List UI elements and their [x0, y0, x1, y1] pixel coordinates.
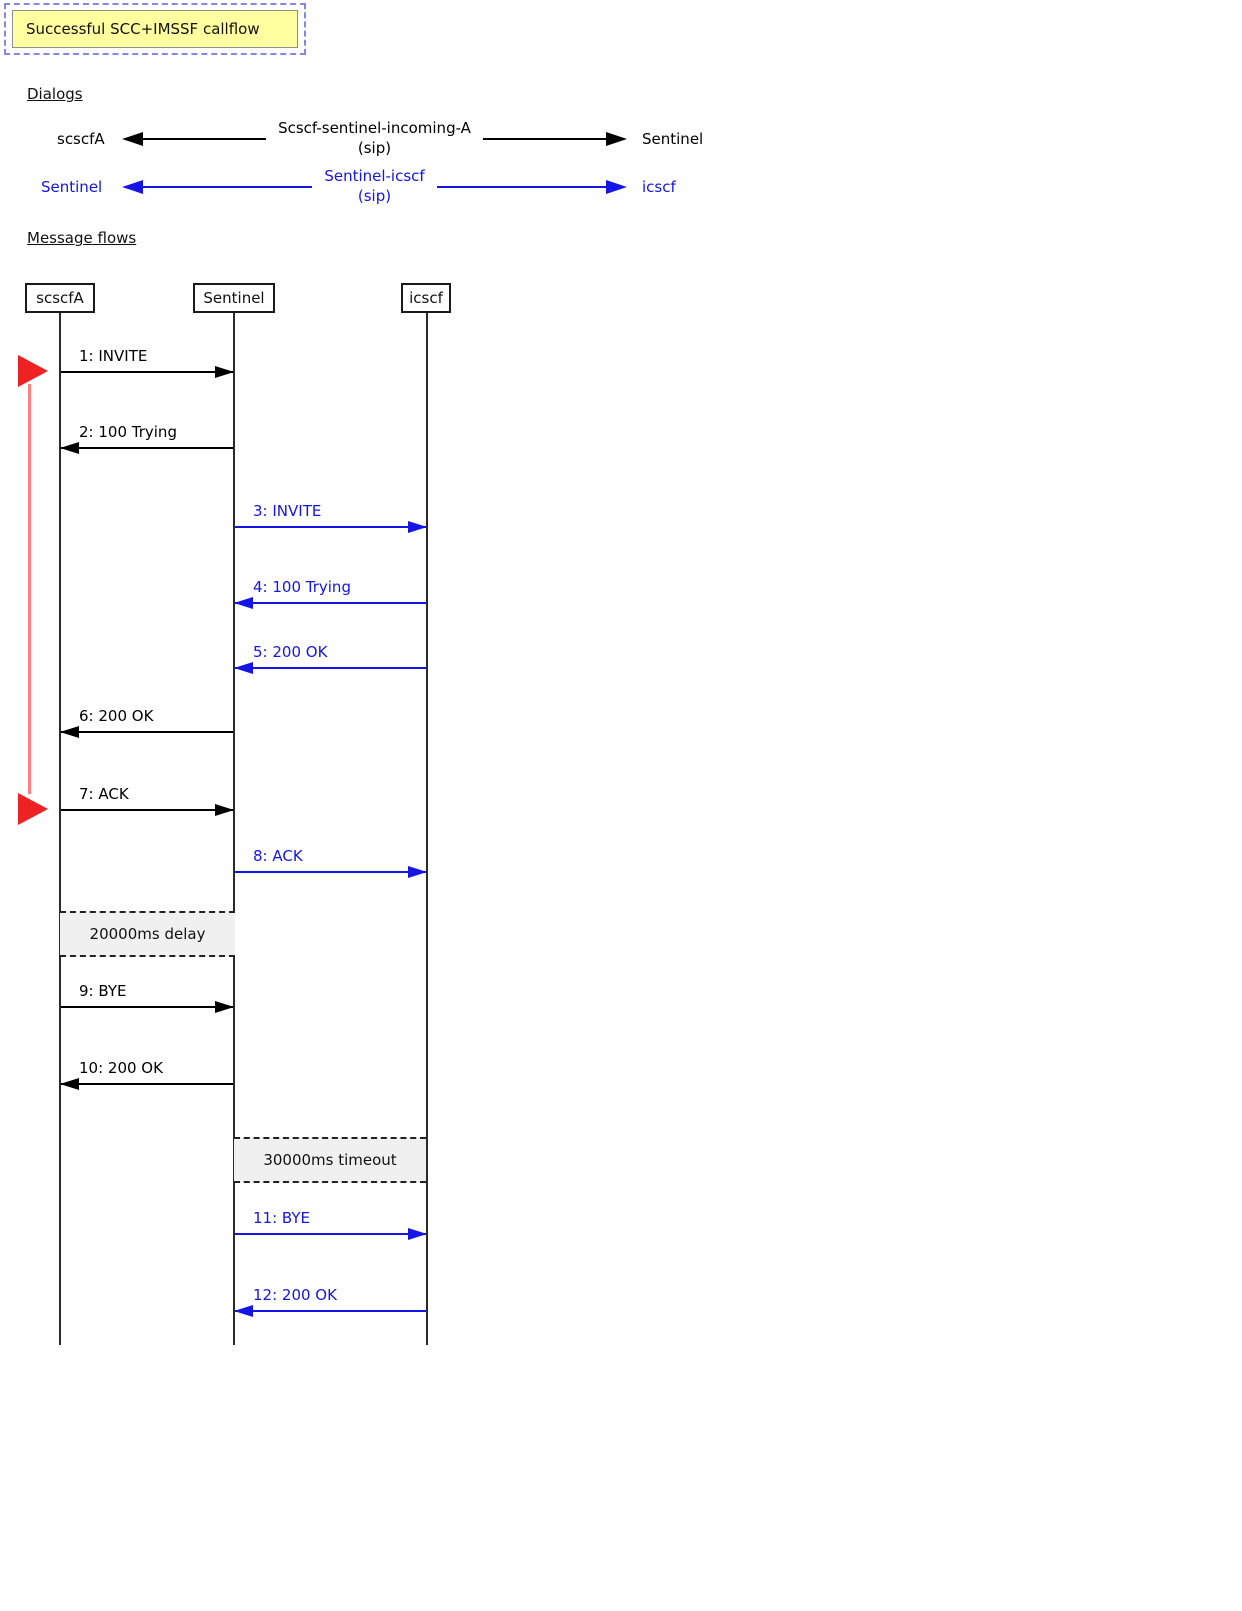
message-line [61, 1006, 233, 1008]
dialog-line [482, 138, 606, 140]
timer-label: 20000ms delay [89, 925, 206, 943]
message-12: 12: 200 OK [234, 1276, 426, 1317]
red-marker-triangle-icon [18, 355, 48, 387]
message-line [235, 667, 426, 669]
message-flows-heading: Message flows [27, 229, 137, 247]
timer-label: 30000ms timeout [263, 1151, 397, 1169]
message-5: 5: 200 OK [234, 633, 426, 674]
message-line [235, 602, 426, 604]
lifeline-icscf [426, 313, 428, 1345]
dialog2-arrow: Sentinel-icscf (sip) [122, 167, 628, 207]
message-label: 7: ACK [79, 785, 129, 803]
dialog2-right-endpoint: icscf [642, 178, 676, 196]
dialog2-name: Sentinel-icscf [324, 167, 425, 186]
arrowhead [215, 366, 234, 378]
message-line [235, 526, 426, 528]
message-7: 7: ACK [61, 775, 234, 816]
lifeline-sentinel [233, 313, 235, 1345]
arrowhead-left [122, 180, 143, 194]
arrowhead [234, 662, 253, 674]
message-9: 9: BYE [61, 972, 234, 1013]
message-line [235, 1310, 426, 1312]
message-label: 2: 100 Trying [79, 423, 177, 441]
message-3: 3: INVITE [235, 492, 427, 533]
dialog-line [143, 186, 313, 188]
message-11: 11: BYE [235, 1199, 427, 1240]
dialog-line [436, 186, 607, 188]
message-2: 2: 100 Trying [60, 413, 233, 454]
message-line [61, 809, 233, 811]
message-label: 10: 200 OK [79, 1059, 163, 1077]
message-10: 10: 200 OK [60, 1049, 233, 1090]
message-label: 12: 200 OK [253, 1286, 337, 1304]
message-1: 1: INVITE [61, 337, 234, 378]
message-line [61, 447, 233, 449]
dialogs-heading: Dialogs [27, 85, 83, 103]
message-label: 3: INVITE [253, 502, 322, 520]
message-6: 6: 200 OK [60, 697, 233, 738]
arrowhead-right [606, 132, 627, 146]
message-label: 5: 200 OK [253, 643, 328, 661]
message-4: 4: 100 Trying [234, 568, 426, 609]
dialog-line [143, 138, 267, 140]
arrowhead [60, 726, 79, 738]
message-line [235, 871, 426, 873]
message-line [61, 371, 233, 373]
message-label: 11: BYE [253, 1209, 311, 1227]
red-marker-line [28, 384, 31, 794]
arrowhead-right [606, 180, 628, 194]
message-label: 4: 100 Trying [253, 578, 351, 596]
message-line [235, 1233, 426, 1235]
dialog2-label: Sentinel-icscf (sip) [312, 167, 436, 207]
timer-timeout: 30000ms timeout [234, 1137, 426, 1183]
message-label: 9: BYE [79, 982, 127, 1000]
arrowhead-left [122, 132, 143, 146]
red-marker-triangle-icon [18, 793, 48, 825]
dialog1-name: Scscf-sentinel-incoming-A [278, 119, 471, 138]
dialog1-left-endpoint: scscfA [57, 130, 105, 148]
message-label: 6: 200 OK [79, 707, 154, 725]
dialog1-arrow: Scscf-sentinel-incoming-A (sip) [122, 119, 627, 159]
dialog1-protocol: (sip) [357, 139, 392, 157]
arrowhead [60, 442, 79, 454]
arrowhead [215, 804, 234, 816]
participant-scscfa: scscfA [25, 283, 95, 313]
dialog2-protocol: (sip) [357, 187, 392, 205]
participant-icscf: icscf [401, 283, 451, 313]
message-line [61, 1083, 233, 1085]
lifeline-scscfa [59, 313, 61, 1345]
message-label: 8: ACK [253, 847, 303, 865]
diagram-title: Successful SCC+IMSSF callflow [12, 10, 298, 48]
arrowhead [234, 597, 253, 609]
dialog1-right-endpoint: Sentinel [642, 130, 704, 148]
arrowhead [234, 1305, 253, 1317]
message-label: 1: INVITE [79, 347, 148, 365]
arrowhead [408, 521, 427, 533]
message-8: 8: ACK [235, 837, 427, 878]
participant-sentinel: Sentinel [193, 283, 275, 313]
arrowhead [408, 1228, 427, 1240]
title-selection-border: Successful SCC+IMSSF callflow [4, 3, 306, 55]
dialog2-left-endpoint: Sentinel [41, 178, 103, 196]
arrowhead [215, 1001, 234, 1013]
dialog1-label: Scscf-sentinel-incoming-A (sip) [266, 119, 483, 159]
message-line [61, 731, 233, 733]
arrowhead [60, 1078, 79, 1090]
arrowhead [408, 866, 427, 878]
timer-delay: 20000ms delay [60, 911, 235, 957]
